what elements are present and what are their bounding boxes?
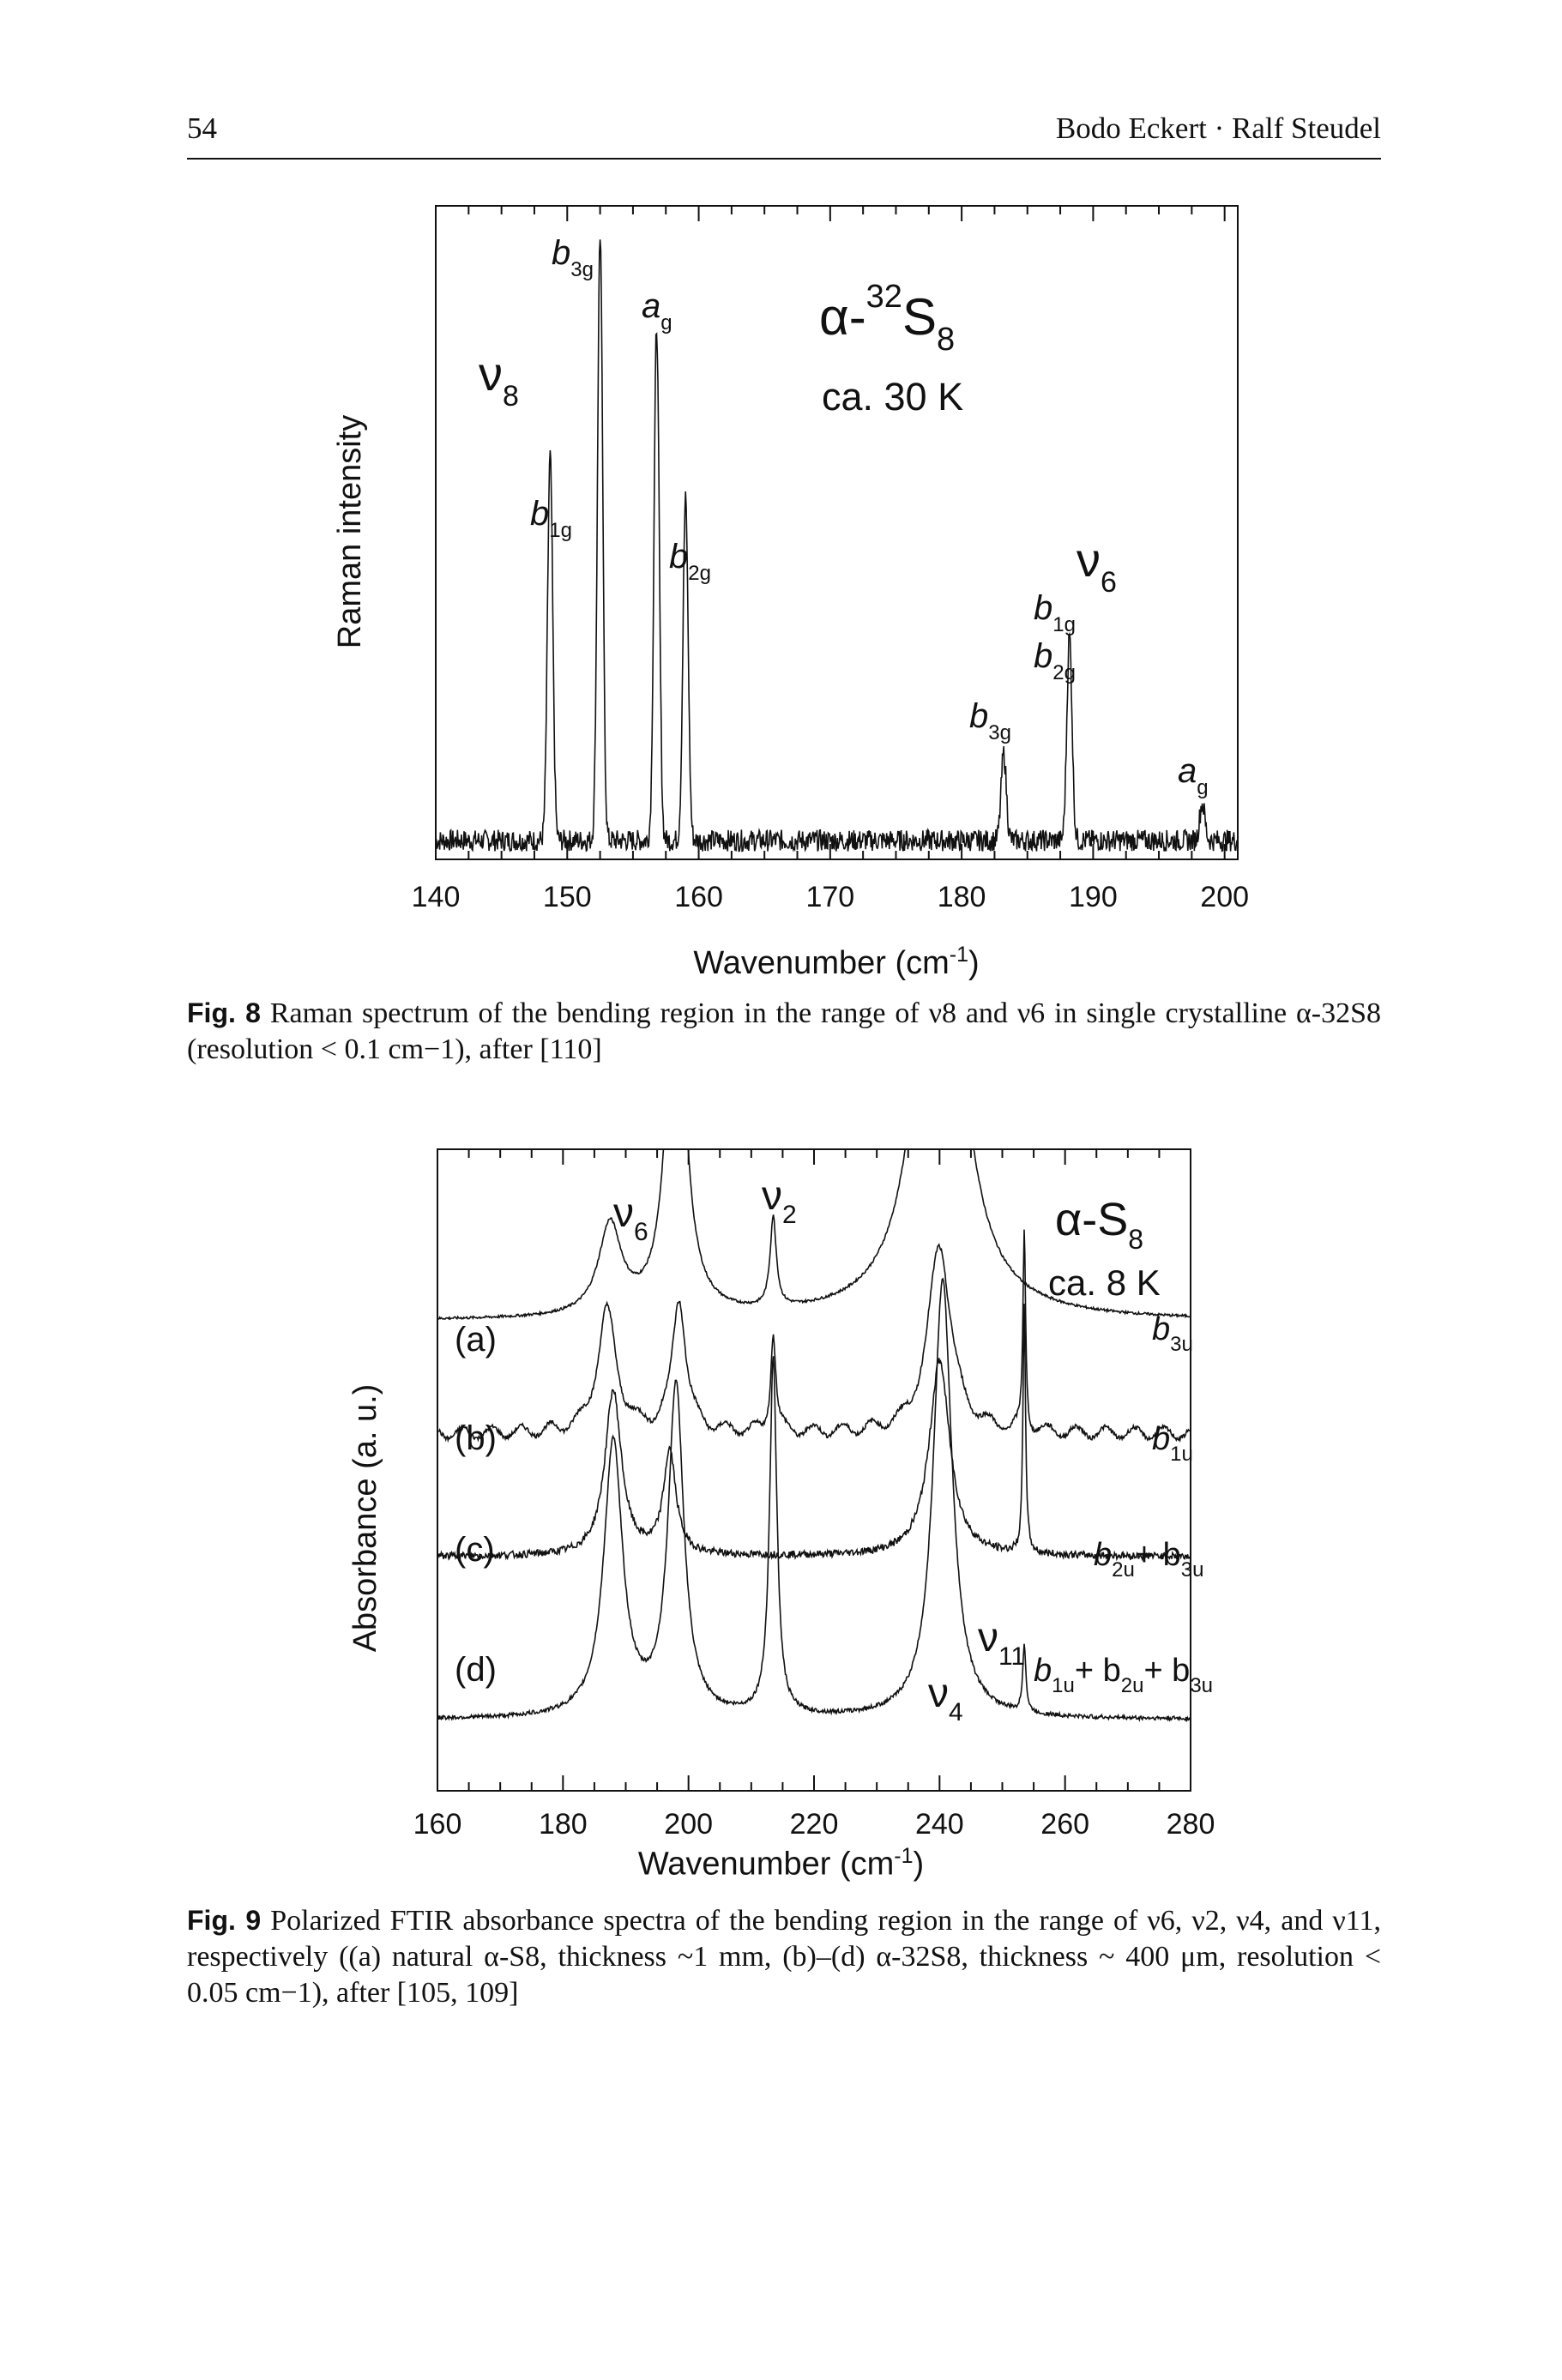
fig9-label-nu11: ν11 <box>978 1615 1025 1671</box>
fig9-series-d-name: (d) <box>455 1651 497 1689</box>
fig9-tick-label: 200 <box>664 1808 713 1841</box>
fig9-x-tick-labels: 160 180 200 220 240 260 280 <box>413 1808 1215 1841</box>
fig9-spectrum-b <box>437 1229 1191 1443</box>
fig9-tick-label: 240 <box>915 1808 964 1841</box>
fig9-sym-d: b1u+ b2u+ b3u <box>1034 1653 1213 1697</box>
figure-8-raman-chart: 140 150 160 170 180 190 200 Raman intensity Wa… <box>332 205 1249 981</box>
fig8-caption: Fig. 8 Raman spectrum of the bending reg… <box>187 995 1381 1068</box>
fig9-tick-label: 160 <box>413 1808 462 1841</box>
fig9-x-ticks <box>437 1149 1191 1791</box>
fig9-caption-text: Polarized FTIR absorbance spectra of the… <box>187 1905 1382 2009</box>
fig9-spectrum-c <box>437 1303 1191 1562</box>
fig9-spectrum-d <box>437 1277 1191 1723</box>
fig8-plot-frame <box>435 205 1239 860</box>
fig9-title-temp: ca. 8 K <box>1048 1262 1161 1303</box>
fig9-tick-label: 220 <box>790 1808 839 1841</box>
fig8-ylabel: Raman intensity <box>332 415 368 648</box>
fig8-tick-label: 190 <box>1069 881 1118 913</box>
fig9-tick-label: 260 <box>1040 1808 1089 1841</box>
fig8-tick-label: 140 <box>412 881 461 913</box>
fig9-series-a-name: (a) <box>455 1321 497 1359</box>
fig8-title-temp: ca. 30 K <box>822 375 963 419</box>
fig9-tick-label: 180 <box>539 1808 588 1841</box>
page-number: 54 <box>187 111 217 145</box>
figure-9-ftir-chart: 160 180 200 220 240 260 280 Absorbance (a. u.)… <box>347 1148 1215 1841</box>
fig9-sym-b: b1u <box>1152 1421 1193 1466</box>
fig9-sym-c: b2u+ b3u <box>1094 1537 1203 1582</box>
fig8-caption-text: Raman spectrum of the bending region in … <box>187 997 1382 1065</box>
fig8-tick-label: 180 <box>938 881 986 913</box>
fig8-tick-label: 200 <box>1200 881 1249 913</box>
fig8-tick-label: 170 <box>805 881 854 913</box>
fig9-plot-frame <box>437 1148 1191 1792</box>
fig9-xlabel-visible: Wavenumber (cm-1) <box>637 1844 925 1883</box>
fig8-label-ag-nu6: ag <box>1178 752 1209 799</box>
running-authors: Bodo Eckert · Ralf Steudel <box>1055 111 1381 145</box>
page-header: 54 Bodo Eckert · Ralf Steudel <box>187 110 1381 160</box>
fig8-xlabel: Wavenumber (cm-1) <box>693 943 979 981</box>
fig8-tick-label: 160 <box>674 881 723 913</box>
fig9-label-nu6: ν6 <box>613 1190 648 1246</box>
fig9-caption: Fig. 9 Polarized FTIR absorbance spectra… <box>187 1902 1381 2011</box>
fig9-spectrum-a <box>437 1148 1191 1321</box>
fig8-caption-label: Fig. 8 <box>187 997 261 1028</box>
fig8-label-b2g-main: b2g <box>669 538 711 585</box>
fig8-tick-label: 150 <box>543 881 592 913</box>
fig8-x-tick-labels: 140 150 160 170 180 190 200 <box>412 881 1249 913</box>
fig8-label-nu6: ν6 <box>1077 533 1117 599</box>
fig9-series-c-name: (c) <box>455 1531 495 1569</box>
fig8-label-ag-main: ag <box>642 287 672 334</box>
fig8-label-nu8: ν8 <box>479 346 519 413</box>
fig8-label-b3g-main: b3g <box>552 234 594 281</box>
fig9-title-species: α-S8 <box>1055 1194 1143 1255</box>
fig9-series-b-name: (b) <box>455 1419 497 1457</box>
fig8-label-b2g-nu6: b2g <box>1034 637 1076 684</box>
fig8-label-b1g-nu6: b1g <box>1034 589 1076 636</box>
fig8-raman-spectrum-line <box>435 239 1238 853</box>
fig9-label-nu2: ν2 <box>762 1173 797 1229</box>
fig9-caption-label: Fig. 9 <box>187 1905 262 1936</box>
fig9-ylabel: Absorbance (a. u.) <box>347 1384 383 1653</box>
fig9-label-nu4: ν4 <box>928 1671 963 1726</box>
fig9-sym-a: b3u <box>1152 1311 1193 1356</box>
fig8-title-species: α-32S8 <box>819 279 955 358</box>
fig9-tick-label: 280 <box>1167 1808 1215 1841</box>
fig8-label-b3g-nu6: b3g <box>969 697 1011 744</box>
